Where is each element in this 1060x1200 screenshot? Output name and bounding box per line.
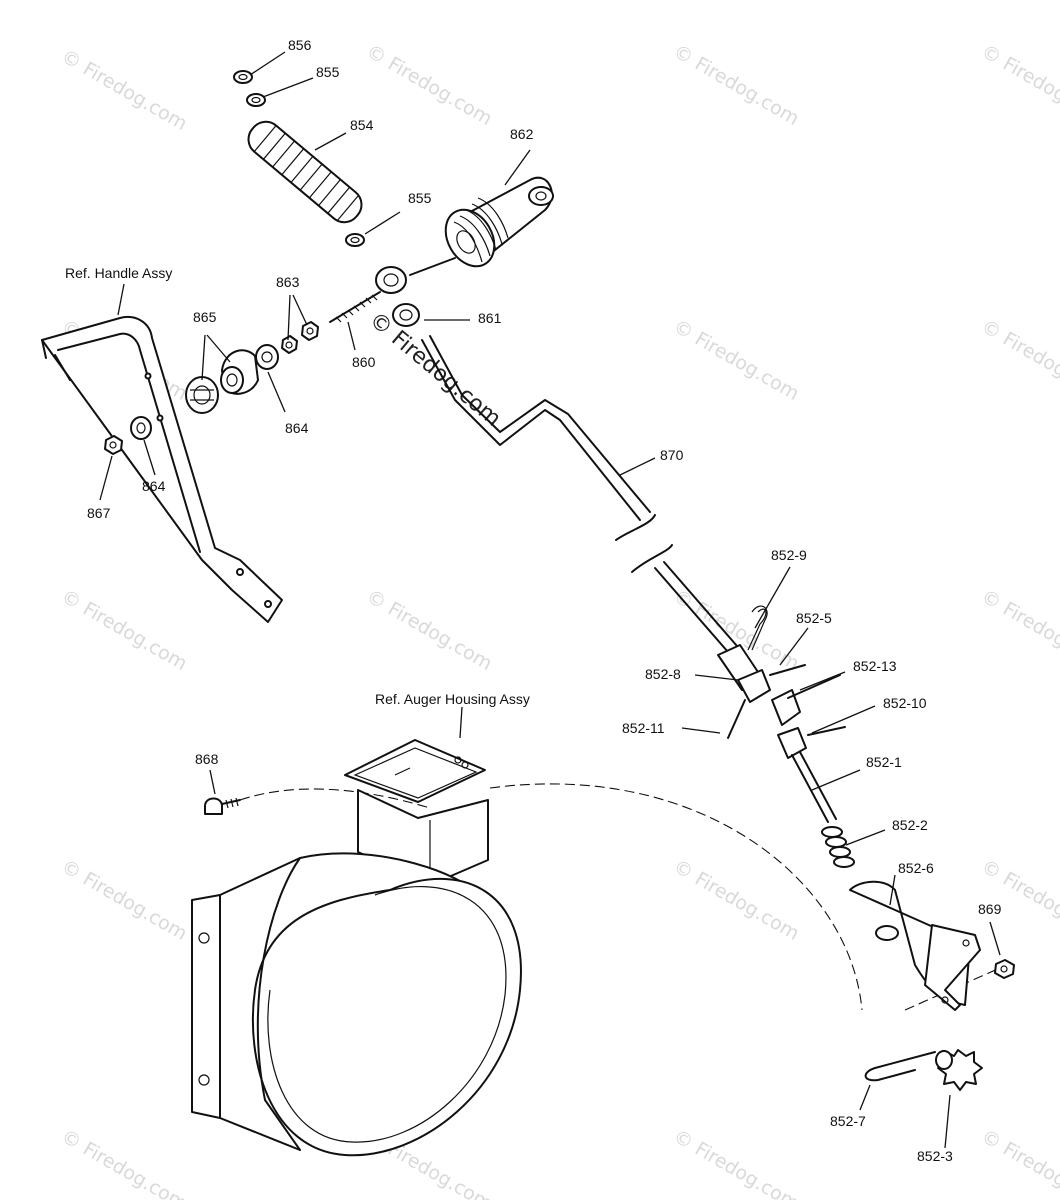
part-label-867: 867	[87, 505, 111, 521]
u-joint-assembly-852	[717, 605, 846, 759]
watermark: © Firedog.com	[670, 315, 803, 405]
washer-864-upper	[255, 344, 279, 370]
watermark: © Firedog.com	[978, 585, 1060, 675]
part-label-852-2: 852-2	[892, 817, 928, 833]
part-label-852-1: 852-1	[866, 754, 902, 770]
watermark: © Firedog.com	[363, 585, 496, 675]
part-label-852-10: 852-10	[883, 695, 927, 711]
part-label-852-7: 852-7	[830, 1113, 866, 1129]
handle-assy-lever	[41, 316, 283, 623]
washer-855-top	[246, 93, 266, 107]
watermark: © Firedog.com	[363, 40, 496, 130]
spring-852-2	[821, 826, 855, 868]
crank-rod-870	[421, 335, 738, 653]
handle-grip-854	[247, 120, 363, 224]
part-label-862: 862	[510, 126, 534, 142]
watermark: © Firedog.com	[58, 585, 191, 675]
part-label-852-6: 852-6	[898, 860, 934, 876]
part-label-869: 869	[978, 901, 1002, 917]
hairpin-852-7	[864, 1051, 936, 1082]
bushing-861	[392, 303, 420, 327]
part-label-855: 855	[408, 190, 432, 206]
part-label-852-11: 852-11	[622, 720, 665, 736]
washer-864-lower	[130, 416, 152, 440]
bolt-868-dashed-line	[239, 788, 431, 809]
part-label-852-3: 852-3	[917, 1148, 953, 1164]
part-label-856: 856	[288, 37, 312, 53]
part-label-870: 870	[660, 447, 684, 463]
pivot-block-865	[185, 349, 259, 414]
bracket-852-6	[849, 880, 981, 1011]
shaft-852-1	[791, 751, 837, 823]
ref-auger-housing-assy-label: Ref. Auger Housing Assy	[375, 691, 530, 707]
part-label-861: 861	[478, 310, 502, 326]
nut-867	[104, 435, 123, 455]
part-label-865: 865	[193, 309, 217, 325]
carriage-bolt-868	[204, 797, 241, 815]
watermark: © Firedog.com	[670, 855, 803, 945]
part-label-854: 854	[350, 117, 374, 133]
watermark: © Firedog.com	[978, 40, 1060, 130]
gear-852-3	[935, 1049, 983, 1091]
watermark: © Firedog.com	[58, 855, 191, 945]
part-label-855: 855	[316, 64, 340, 80]
watermark: © Firedog.com	[670, 1125, 803, 1200]
nut-863-b	[281, 335, 298, 354]
watermark: © Firedog.com	[978, 1125, 1060, 1200]
nut-869	[994, 959, 1015, 979]
washer-856	[233, 70, 253, 84]
crank-handle-862	[444, 176, 554, 268]
ref-handle-assy-label: Ref. Handle Assy	[65, 265, 172, 281]
center-watermark: © Firedog.com	[364, 307, 505, 431]
watermark: © Firedog.com	[58, 45, 191, 135]
part-label-852-13: 852-13	[853, 658, 897, 674]
part-label-863: 863	[276, 274, 300, 290]
part-label-852-8: 852-8	[645, 666, 681, 682]
part-label-864: 864	[285, 420, 309, 436]
watermark: © Firedog.com	[978, 315, 1060, 405]
part-label-852-9: 852-9	[771, 547, 807, 563]
part-label-860: 860	[352, 354, 376, 370]
part-label-852-5: 852-5	[796, 610, 832, 626]
washer-855-lower	[345, 233, 365, 247]
crank-axis-line	[409, 257, 456, 276]
nut-863-a	[301, 321, 319, 341]
auger-housing-assy	[191, 739, 522, 1157]
part-label-864: 864	[142, 478, 166, 494]
watermark: © Firedog.com	[58, 1125, 191, 1200]
watermark: © Firedog.com	[670, 40, 803, 130]
assembly-arc-dashed	[489, 783, 863, 1011]
leader-lines	[99, 51, 1001, 1149]
part-label-868: 868	[195, 751, 219, 767]
eye-bolt-860	[329, 266, 407, 323]
